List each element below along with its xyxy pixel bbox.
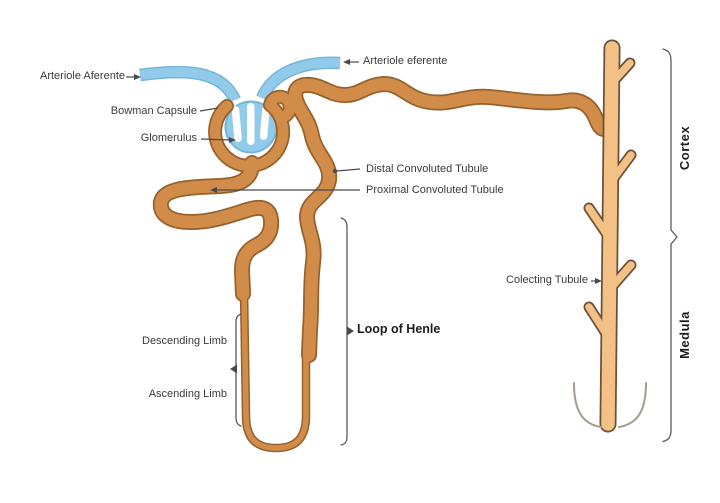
label-arteriole-eferente: Arteriole eferente bbox=[363, 55, 448, 67]
tubule-fills bbox=[154, 77, 611, 451]
distal-tubule-shape bbox=[289, 77, 611, 362]
efferent-arrowhead bbox=[343, 59, 350, 65]
afferent-arteriole-fill bbox=[139, 67, 240, 103]
label-descending-limb: Descending Limb bbox=[142, 335, 227, 347]
label-arteriole-aferente: Arteriole Aferente bbox=[40, 70, 125, 82]
collecting-arrowhead bbox=[595, 278, 602, 284]
loop-of-henle-shape bbox=[241, 287, 309, 451]
label-colecting-tubule: Colecting Tubule bbox=[506, 274, 588, 286]
label-proximal-convoluted-tubule: Proximal Convoluted Tubule bbox=[366, 184, 504, 196]
distal-pointer-dot bbox=[332, 168, 338, 174]
label-cortex: Cortex bbox=[677, 125, 692, 171]
loop-of-henle-bracket bbox=[340, 217, 354, 446]
glomerulus-pointer-line bbox=[200, 138, 231, 141]
collecting-tubule-shape bbox=[583, 39, 637, 433]
afferent-arrowhead bbox=[134, 74, 141, 80]
renal-papilla-lines bbox=[573, 382, 647, 428]
label-medula: Medula bbox=[677, 311, 692, 359]
bowman-pointer-line bbox=[199, 107, 219, 112]
proximal-arrowhead bbox=[210, 187, 217, 193]
label-bowman-capsule: Bowman Capsule bbox=[110, 105, 197, 117]
glomerulus-arrowhead bbox=[229, 137, 236, 143]
label-glomerulus: Glomerulus bbox=[140, 132, 197, 144]
label-distal-convoluted-tubule: Distal Convoluted Tubule bbox=[366, 163, 489, 175]
bowman-capsule-shape bbox=[209, 91, 295, 172]
annotation-lines bbox=[126, 59, 602, 284]
efferent-arteriole-fill bbox=[257, 58, 341, 101]
label-ascending-limb: Ascending Limb bbox=[148, 388, 227, 400]
limb-bracket bbox=[230, 313, 242, 427]
label-loop-of-henle: Loop of Henle bbox=[357, 322, 441, 336]
proximal-tubule-shape bbox=[154, 156, 278, 301]
distal-pointer-line bbox=[336, 168, 361, 172]
glomerulus-shape bbox=[224, 100, 278, 154]
cortex-medulla-bracket bbox=[662, 48, 678, 443]
